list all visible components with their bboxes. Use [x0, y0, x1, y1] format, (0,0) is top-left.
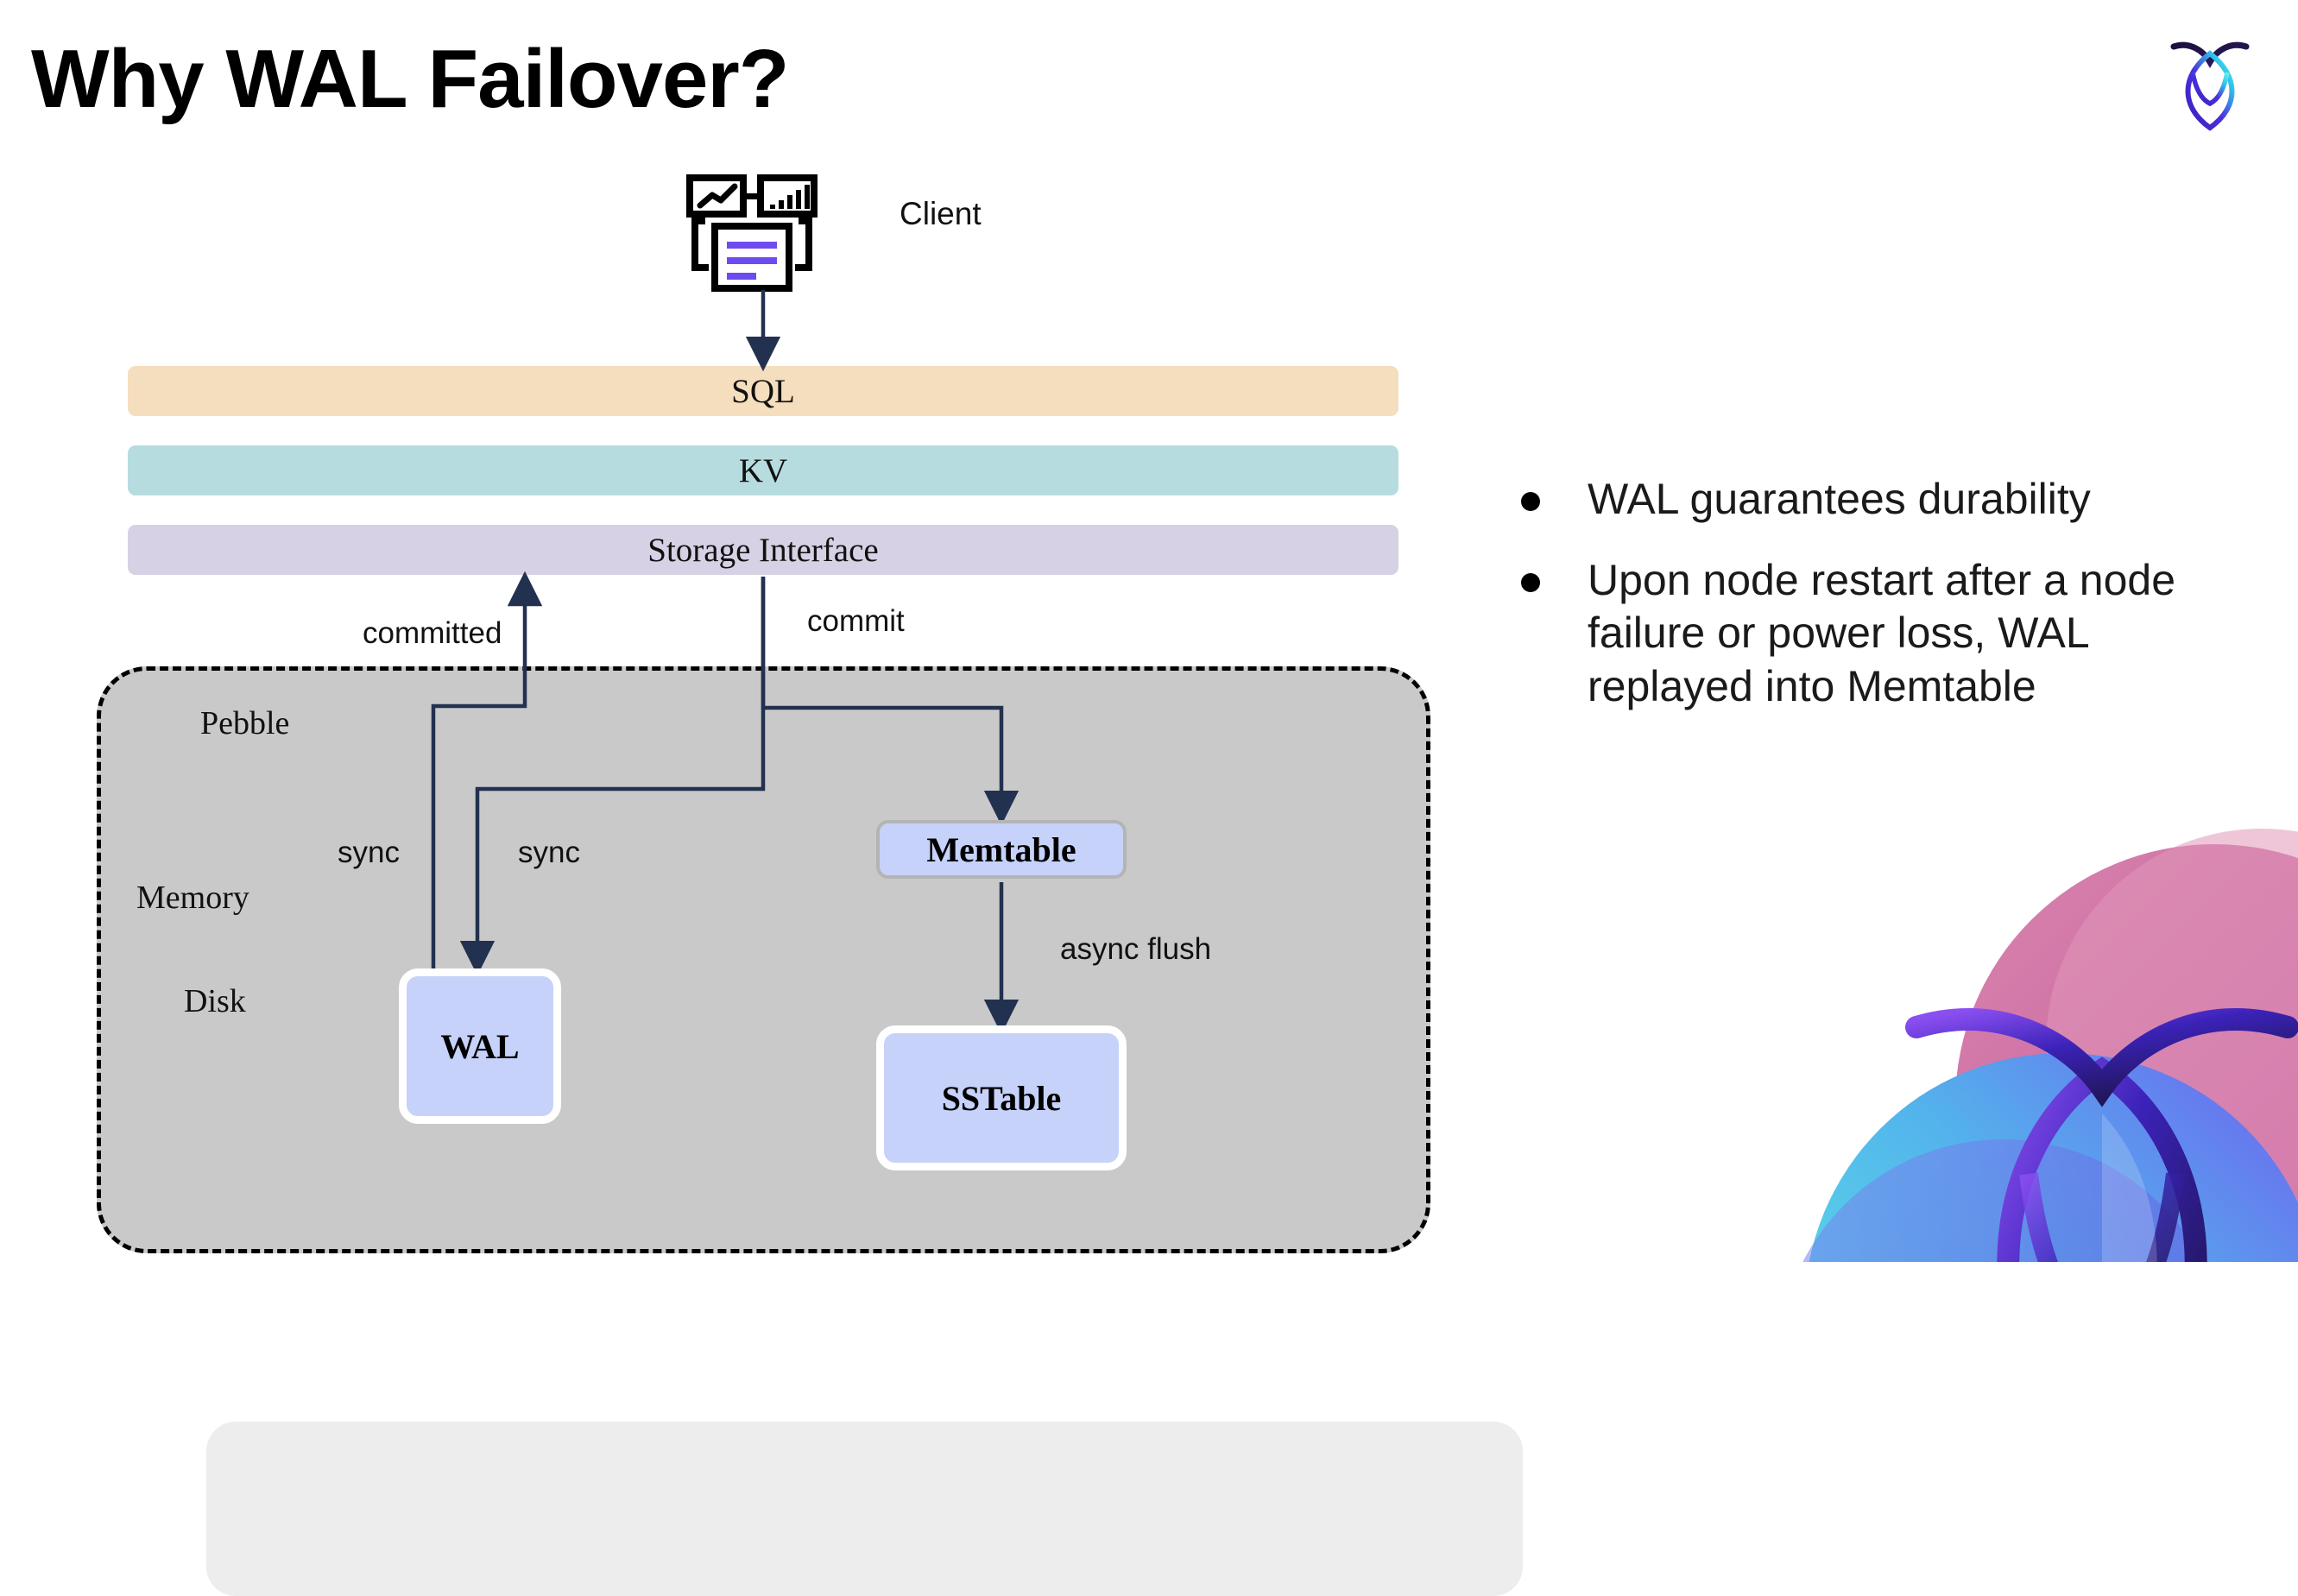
architecture-diagram: Client SQL KV Storage Interface Pebble M…	[97, 173, 1523, 1596]
bullet-dot-icon	[1521, 492, 1540, 511]
cockroach-leaf-logo-icon	[2156, 28, 2263, 138]
cockroach-leaf-decorative-graphic-icon	[1744, 829, 2298, 1262]
edge-label-sync-1: sync	[338, 836, 400, 869]
list-item: Upon node restart after a node failure o…	[1521, 554, 2220, 714]
edge-label-async-flush: async flush	[1060, 932, 1212, 966]
bullet-text: WAL guarantees durability	[1588, 475, 2091, 523]
pebble-container	[97, 666, 1523, 1596]
layer-bar-sql: SQL	[128, 366, 1398, 416]
bullet-list: WAL guarantees durability Upon node rest…	[1521, 473, 2220, 741]
layer-bar-storage-interface: Storage Interface	[128, 525, 1398, 575]
memory-label: Memory	[136, 880, 249, 916]
layer-bar-kv: KV	[128, 445, 1398, 495]
box-memtable: Memtable	[876, 820, 1127, 879]
bullet-dot-icon	[1521, 572, 1540, 592]
edge-label-committed: committed	[363, 616, 502, 650]
memory-region	[206, 1422, 1523, 1596]
edge-label-commit: commit	[807, 604, 905, 638]
list-item: WAL guarantees durability	[1521, 473, 2220, 527]
page-title: Why WAL Failover?	[31, 33, 789, 125]
box-sstable: SSTable	[876, 1025, 1127, 1170]
pebble-label: Pebble	[200, 705, 290, 741]
client-label: Client	[900, 196, 982, 231]
box-wal: WAL	[399, 968, 561, 1124]
edge-label-sync-2: sync	[518, 836, 580, 869]
disk-label: Disk	[184, 983, 246, 1019]
client-dashboard-icon	[686, 173, 824, 293]
bullet-text: Upon node restart after a node failure o…	[1588, 555, 2176, 710]
